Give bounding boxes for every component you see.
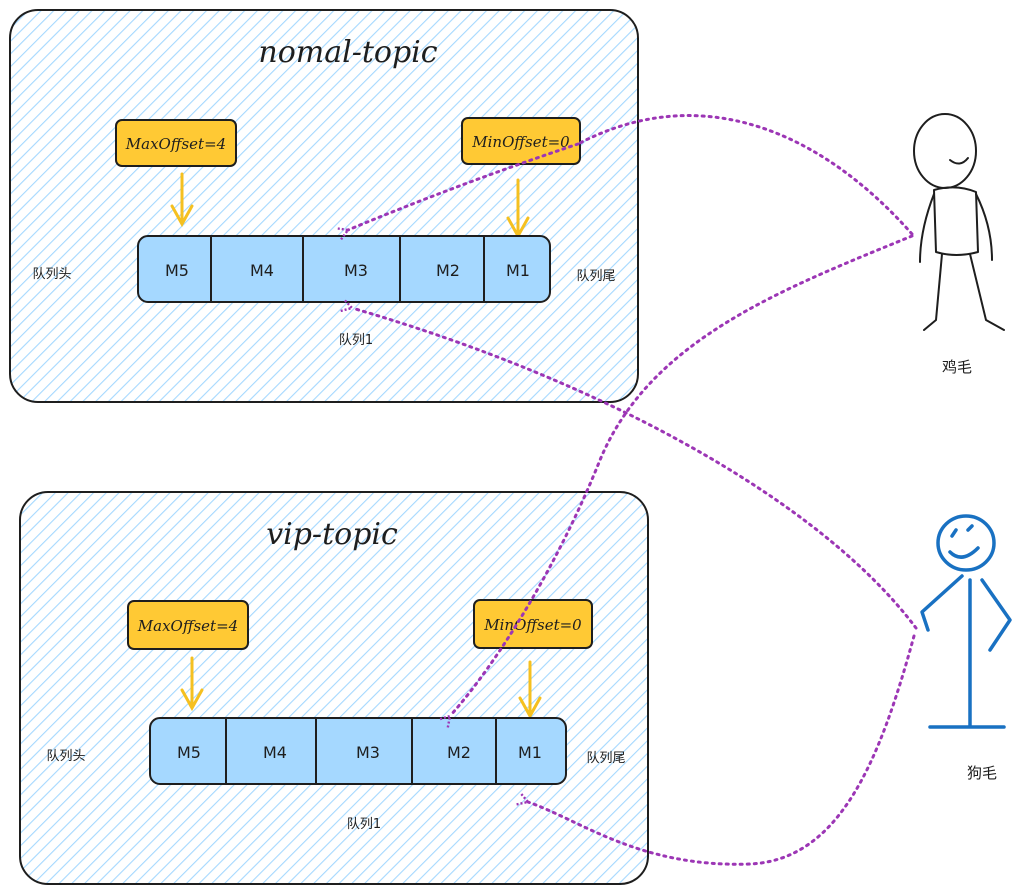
min-offset-label: MinOffset=0 xyxy=(471,133,570,151)
topic-title: vip-topic xyxy=(266,517,398,552)
message-cell-m5: M5 xyxy=(177,743,201,762)
consumer-name: 鸡毛 xyxy=(942,358,972,376)
topic-panel-background xyxy=(9,9,639,403)
max-offset-label: MaxOffset=4 xyxy=(137,617,238,635)
max-offset-box xyxy=(127,600,249,650)
consumer-name: 狗毛 xyxy=(967,764,997,782)
consumer-jimao: 鸡毛 xyxy=(913,113,1005,376)
consumer-goumao: 狗毛 xyxy=(920,514,1012,782)
topic-panel-nomal: nomal-topic MaxOffset=4 MinOffset=0 M5 M… xyxy=(9,9,639,403)
min-offset-label: MinOffset=0 xyxy=(483,616,582,634)
message-cell-m5: M5 xyxy=(165,261,189,280)
queue-head-label: 队列头 xyxy=(46,749,85,764)
message-cell-m4: M4 xyxy=(263,743,287,762)
queue-bar xyxy=(149,717,567,785)
queue-name-label: 队列1 xyxy=(339,333,373,348)
stickman-blue-icon xyxy=(920,514,1012,729)
message-cell-m3: M3 xyxy=(344,261,368,280)
message-cell-m2: M2 xyxy=(447,743,471,762)
message-cell-m1: M1 xyxy=(518,743,542,762)
max-offset-arrow xyxy=(170,172,194,228)
queue-head-label: 队列头 xyxy=(32,267,71,282)
queue-tail-label: 队列尾 xyxy=(586,751,625,766)
max-offset-label: MaxOffset=4 xyxy=(125,135,226,153)
message-cell-m1: M1 xyxy=(506,261,530,280)
queue-tail-label: 队列尾 xyxy=(576,269,615,284)
stickman-dark-icon xyxy=(913,113,1005,331)
link-jimao-to-vip-m2 xyxy=(450,234,914,716)
message-cell-m4: M4 xyxy=(250,261,274,280)
queue-name-label: 队列1 xyxy=(347,817,381,832)
consumption-links xyxy=(348,114,918,866)
link-jimao-to-nomal-minoffset xyxy=(576,114,914,236)
link-goumao-to-nomal-m3 xyxy=(352,308,918,630)
topic-panel-background xyxy=(19,491,649,885)
max-offset-arrow xyxy=(180,656,204,712)
topic-title: nomal-topic xyxy=(258,35,437,70)
link-jimao-to-nomal-m3 xyxy=(348,142,580,230)
max-offset-box xyxy=(115,119,237,167)
topic-panel-vip: vip-topic MaxOffset=4 MinOffset=0 M5 M4 … xyxy=(19,491,649,885)
message-cell-m2: M2 xyxy=(436,261,460,280)
min-offset-arrow xyxy=(518,660,542,720)
message-cell-m3: M3 xyxy=(356,743,380,762)
min-offset-box xyxy=(473,599,593,649)
link-goumao-to-vip-m1 xyxy=(528,634,916,866)
